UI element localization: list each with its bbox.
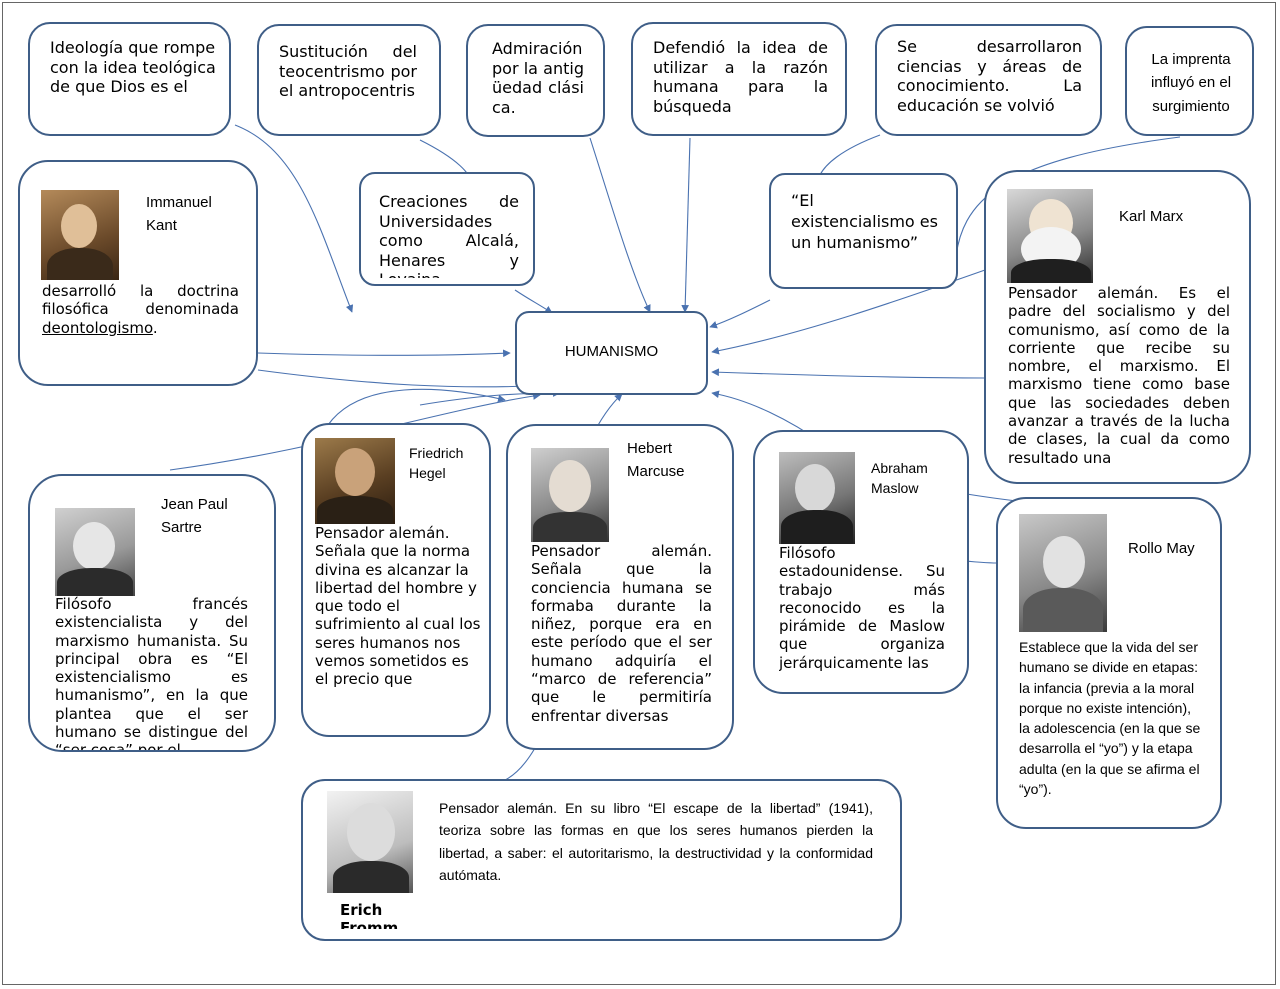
hegel-portrait	[315, 438, 395, 524]
box-ideologia-text: Ideología que rompe con la idea teológic…	[50, 38, 216, 97]
center-humanismo-label: HUMANISMO	[564, 343, 659, 360]
box-may: Rollo May Establece que la vida del ser …	[996, 497, 1222, 829]
box-sustitucion: Sustitución del teocentrismo por el antr…	[257, 24, 441, 136]
box-existencialismo: “El existencialismo es un humanismo”	[769, 173, 958, 289]
may-name: Rollo May	[1128, 540, 1195, 557]
kant-portrait	[41, 190, 119, 280]
box-marcuse: Hebert Marcuse Pensador alemán. Señala q…	[506, 424, 734, 750]
box-kant: Immanuel Kant desarrolló la doctrina fil…	[18, 160, 258, 386]
box-marx: Karl Marx Pensador alemán. Es el padre d…	[984, 170, 1251, 484]
box-maslow: Abraham Maslow Filósofo estadounidense. …	[753, 430, 969, 694]
box-fromm: Erich Fromm Pensador alemán. En su libro…	[301, 779, 902, 941]
fromm-text: Pensador alemán. En su libro “El escape …	[439, 800, 873, 884]
box-sustitucion-text: Sustitución del teocentrismo por el antr…	[279, 42, 417, 101]
kant-text: desarrolló la doctrina filosófica denomi…	[42, 282, 239, 337]
marcuse-text: Pensador alemán. Señala que la concienci…	[531, 542, 712, 725]
box-ciencias: Se desarrollaron ciencias y áreas de con…	[875, 24, 1102, 136]
sartre-text: Filósofo francés existencialista y del m…	[55, 595, 248, 752]
box-universidades-text: Creaciones de Universidades como Alcalá,…	[379, 192, 519, 278]
box-imprenta: La imprenta influyó en el surgimiento	[1125, 26, 1254, 136]
center-humanismo: HUMANISMO	[515, 311, 708, 395]
fromm-portrait	[327, 791, 413, 893]
may-text: Establece que la vida del ser humano se …	[1019, 639, 1201, 798]
marcuse-name: Hebert Marcuse	[627, 440, 685, 480]
marx-portrait	[1007, 189, 1093, 283]
marx-name: Karl Marx	[1119, 208, 1184, 225]
hegel-name: Friedrich Hegel	[409, 445, 464, 482]
box-ciencias-text: Se desarrollaron ciencias y áreas de con…	[897, 37, 1082, 115]
may-portrait	[1019, 514, 1107, 632]
box-existencialismo-text: “El existencialismo es un humanismo”	[791, 191, 938, 252]
marx-text: Pensador alemán. Es el padre del sociali…	[1008, 284, 1230, 466]
box-universidades: Creaciones de Universidades como Alcalá,…	[359, 172, 535, 286]
box-sartre: Jean Paul Sartre Filósofo francés existe…	[28, 474, 276, 752]
sartre-portrait	[55, 508, 135, 596]
box-razon-text: Defendió la idea de utilizar a la razón …	[653, 38, 828, 116]
box-ideologia: Ideología que rompe con la idea teológic…	[28, 22, 231, 136]
box-admiracion: Admiración por la antigüedad clásica.	[466, 24, 605, 137]
maslow-name: Abraham Maslow	[871, 460, 928, 497]
box-razon: Defendió la idea de utilizar a la razón …	[631, 22, 847, 136]
kant-name: Immanuel Kant	[146, 194, 212, 234]
fromm-name: Erich Fromm	[340, 901, 399, 929]
box-admiracion-text: Admiración por la antigüedad clásica.	[492, 39, 584, 117]
maslow-text: Filósofo estadounidense. Su trabajo más …	[779, 544, 945, 672]
hegel-text: Pensador alemán. Señala que la norma div…	[315, 524, 481, 689]
marcuse-portrait	[531, 448, 609, 542]
box-imprenta-text: La imprenta influyó en el surgimiento	[1150, 51, 1232, 115]
box-hegel: Friedrich Hegel Pensador alemán. Señala …	[301, 423, 491, 737]
maslow-portrait	[779, 452, 855, 544]
sartre-name: Jean Paul Sartre	[161, 496, 228, 536]
